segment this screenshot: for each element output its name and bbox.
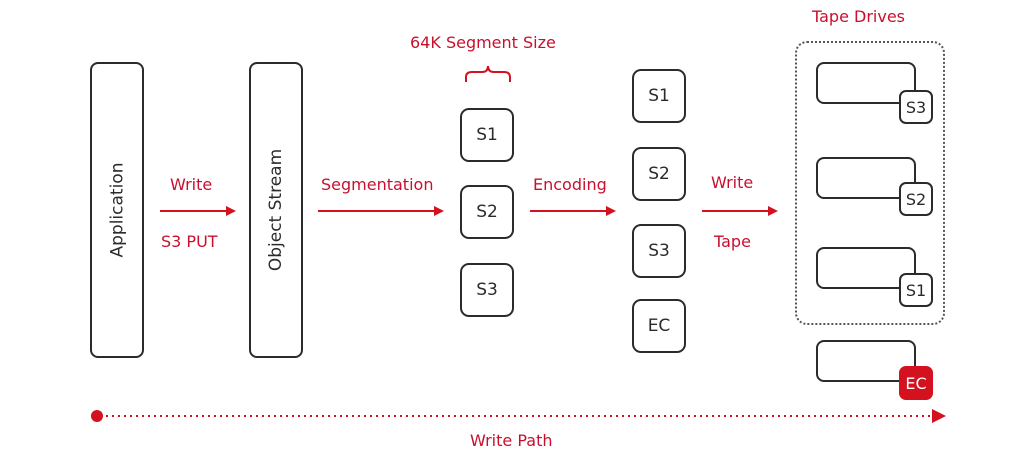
encoded-s2: S2 [632,147,686,201]
write-path-arrowhead [932,409,946,423]
application-label: Application [107,162,127,258]
object-stream-label: Object Stream [266,148,286,272]
write-path-start-dot [91,410,103,422]
tape-drives-title: Tape Drives [812,7,906,26]
segment-size-label: 64K Segment Size [410,33,556,52]
object-stream-block: Object Stream [249,62,303,358]
arrow1-top-label: Write [170,175,213,194]
segment-size-brace [465,65,511,82]
encoded-s1: S1 [632,69,686,123]
application-block: Application [90,62,144,358]
tape-drive-1 [816,62,916,104]
tape-drive-1-badge: S3 [899,90,933,124]
segment-s3: S3 [460,263,514,317]
arrow2-top-label: Segmentation [321,175,434,194]
encoded-ec: EC [632,299,686,353]
arrow3-top-label: Encoding [533,175,607,194]
tape-drive-2-badge: S2 [899,182,933,216]
arrow4-bottom-label: Tape [714,232,751,251]
segment-s1: S1 [460,108,514,162]
write-path-label: Write Path [470,431,553,450]
segment-s2: S2 [460,185,514,239]
encoded-s3: S3 [632,224,686,278]
tape-drive-3-badge: S1 [899,273,933,307]
arrow4-top-label: Write [711,173,754,192]
arrow1-bottom-label: S3 PUT [161,232,218,251]
tape-drive-4-badge: EC [899,366,933,400]
tape-drives-group [795,41,945,325]
